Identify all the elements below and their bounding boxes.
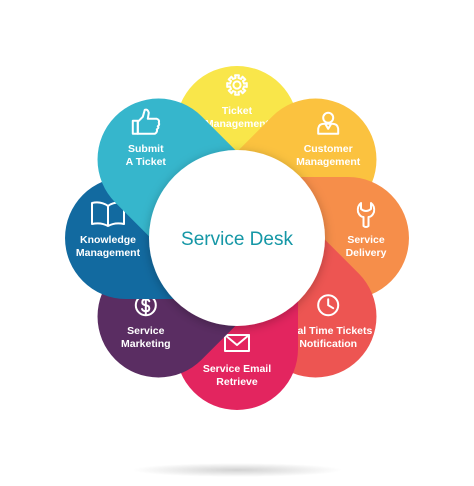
petal-label-line: Customer <box>304 143 353 155</box>
gear-icon <box>226 74 248 96</box>
petal-label-line: Retrieve <box>216 376 258 388</box>
petal-label-line: Management <box>296 156 361 168</box>
center-label: Service Desk <box>181 229 293 250</box>
petal-label-line: Marketing <box>121 338 171 350</box>
petal-label-line: Knowledge <box>80 234 136 246</box>
center-circle <box>149 150 325 326</box>
ground-shadow <box>132 463 342 477</box>
petal-label-line: Management <box>205 118 270 130</box>
petal-label-line: Service Email <box>203 363 271 375</box>
petal-label-line: Service <box>127 325 165 337</box>
petal-label-line: Service <box>347 234 385 246</box>
wrench-icon <box>356 202 376 228</box>
petal-label-line: Management <box>76 247 141 259</box>
envelope-icon <box>224 334 250 352</box>
clock-icon <box>317 294 340 317</box>
thumbs-up-icon <box>131 108 161 135</box>
petal-label-line: Delivery <box>346 247 387 259</box>
petal-label-line: Submit <box>128 143 164 155</box>
petal-label-line: Ticket <box>222 105 253 117</box>
person-icon <box>317 111 340 135</box>
center-hub: Service Desk <box>149 150 325 326</box>
petal-label-line: Real Time Tickets <box>284 325 372 337</box>
petal-label-line: Notification <box>299 338 357 350</box>
petal-label-line: A Ticket <box>126 156 167 168</box>
